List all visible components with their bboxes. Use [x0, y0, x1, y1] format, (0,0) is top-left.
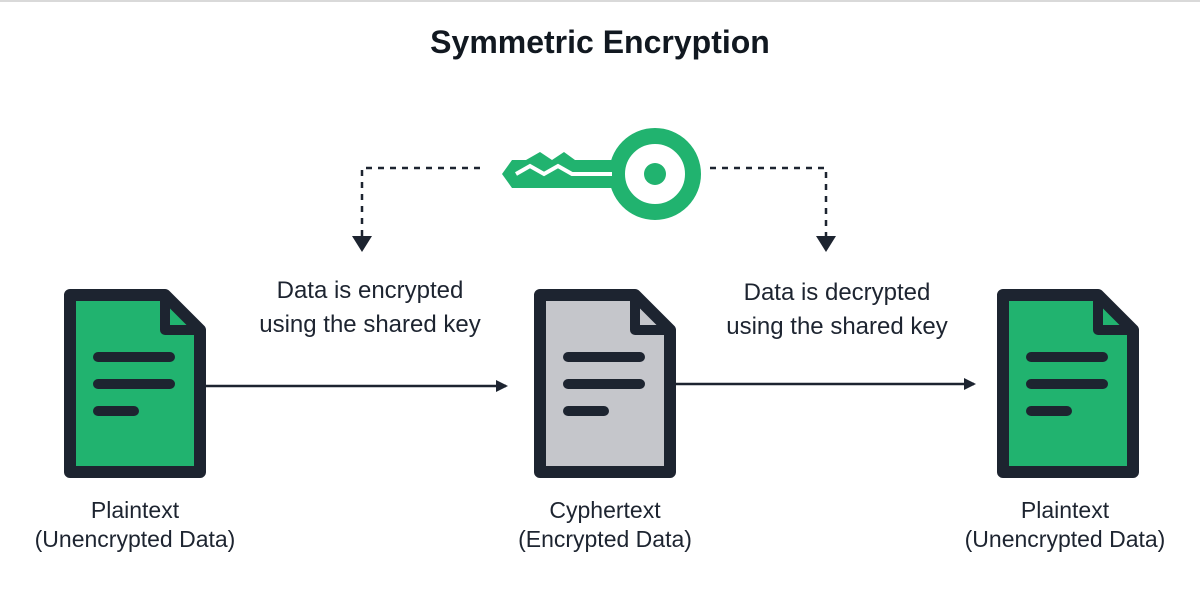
- document-description: (Encrypted Data): [518, 526, 692, 552]
- document-name: Plaintext: [1020, 497, 1110, 523]
- dashed-arrowhead-left: [352, 236, 372, 252]
- encrypt-caption: Data is encrypted using the shared key: [205, 274, 535, 342]
- document-label-plaintext-source: Plaintext (Unencrypted Data): [0, 496, 270, 554]
- decrypt-caption: Data is decrypted using the shared key: [672, 276, 1002, 344]
- document-name: Cyphertext: [549, 497, 661, 523]
- document-label-plaintext-result: Plaintext (Unencrypted Data): [930, 496, 1200, 554]
- dashed-arrowhead-right: [816, 236, 836, 252]
- dashed-connector-left: [360, 166, 480, 240]
- diagram-title: Symmetric Encryption: [430, 24, 770, 60]
- top-divider: [0, 0, 1200, 2]
- document-name: Plaintext: [90, 497, 180, 523]
- document-icon-cyphertext: [534, 289, 676, 478]
- encrypt-caption-line1: Data is encrypted: [276, 277, 464, 304]
- document-label-cyphertext: Cyphertext (Encrypted Data): [470, 496, 740, 554]
- encrypt-caption-line2: using the shared key: [259, 311, 481, 338]
- document-description: (Unencrypted Data): [964, 526, 1166, 552]
- dashed-connector-right: [710, 166, 828, 240]
- decrypt-caption-line1: Data is decrypted: [743, 279, 931, 306]
- decrypt-caption-line2: using the shared key: [726, 313, 948, 340]
- document-description: (Unencrypted Data): [34, 526, 236, 552]
- key-icon: [502, 128, 701, 220]
- document-icon-plaintext-source: [64, 289, 206, 478]
- document-icon-plaintext-result: [997, 289, 1139, 478]
